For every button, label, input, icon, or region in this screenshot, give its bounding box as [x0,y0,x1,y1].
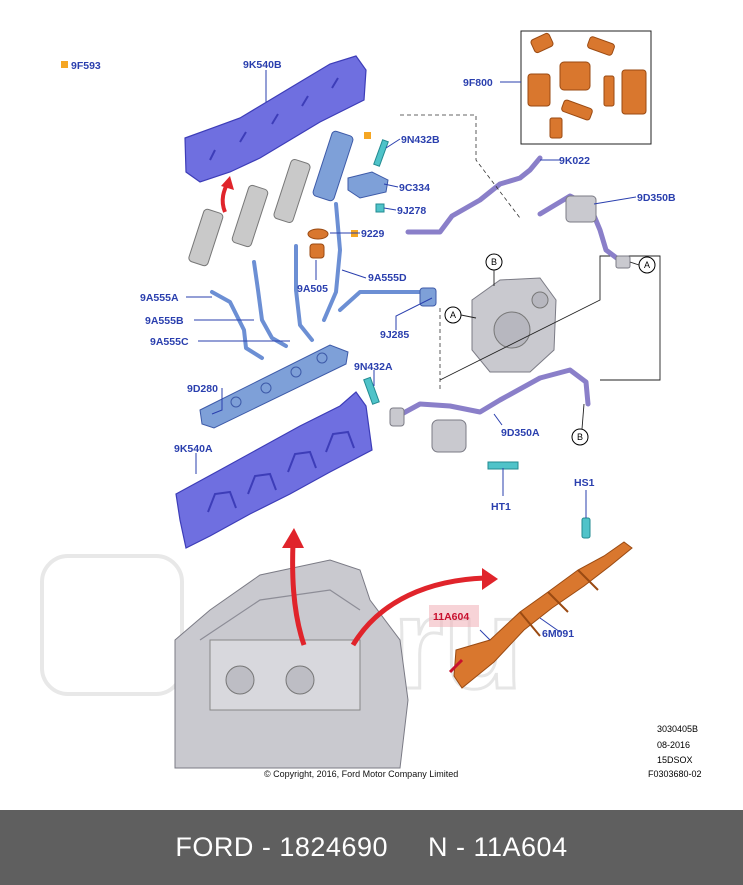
leader-lines [186,70,637,641]
dashed-lines [400,114,521,392]
footer-spacer [388,832,428,863]
label-ht1: HT1 [491,501,511,513]
fuel-pipes [210,202,432,360]
washer-9a505 [309,243,325,259]
callout-b-1: B [485,253,503,286]
label-9n432a: 9N432A [354,361,393,373]
callout-a-1: A [629,256,656,274]
svg-text:A: A [644,260,650,270]
caps-box-9f800 [520,30,652,145]
bolt-9j278 [375,203,385,213]
svg-text:B: B [577,432,583,442]
part-11a604 [429,605,479,674]
cover-9k540a [175,391,373,549]
label-9f800: 9F800 [463,77,493,89]
label-9a555d: 9A555D [368,272,407,284]
callout-b-2: B [571,403,589,446]
label-9d280: 9D280 [187,383,218,395]
label-9c334: 9C334 [399,182,430,194]
clamp-9c334 [347,171,389,199]
label-9d350a: 9D350A [501,427,540,439]
footer-n-part: N - 11A604 [428,832,568,862]
label-9a555a: 9A555A [140,292,179,304]
label-9229: 9229 [361,228,385,240]
label-9a555c: 9A555C [150,336,189,348]
harness-6m091 [453,517,633,689]
label-6m091: 6M091 [542,628,574,640]
meta-code: 3030405B [657,724,698,734]
label-9a555b: 9A555B [145,315,184,327]
part-labels: 9F593 9K540B 9F800 9N432B 9K022 9C334 9D… [71,59,676,640]
meta-date: 08-2016 [657,740,690,750]
svg-text:B: B [491,257,497,267]
label-9n432b: 9N432B [401,134,440,146]
label-9f593: 9F593 [71,60,101,72]
sensor-ht1 [487,461,519,470]
drawing-meta: 3030405B 08-2016 15DSOX F0303680-02 © Co… [264,724,702,779]
return-pipe-9d350b [405,155,631,269]
label-11a604: 11A604 [433,611,469,623]
bolt-9n432b [373,139,389,167]
seal-9229 [307,228,329,240]
label-hs1: HS1 [574,477,595,489]
svg-text:A: A [450,310,456,320]
arrow-red-icon [220,176,498,647]
part-number-banner: FORD - 1824690 N - 11A604 [0,810,743,885]
footer-brand-part: FORD - 1824690 [175,832,388,862]
label-9k540a: 9K540A [174,443,213,455]
bolt-9n432a [363,376,380,405]
label-9d350b: 9D350B [637,192,676,204]
parts-diagram: oil.ru [40,30,702,779]
label-9a505: 9A505 [297,283,328,295]
cover-9k540b [184,55,367,183]
fuel-rail-9d280 [199,344,349,429]
engine-block [174,559,409,769]
label-9j278: 9J278 [397,205,426,217]
meta-ref: F0303680-02 [648,769,702,779]
meta-model: 15DSOX [657,755,693,765]
label-9j285: 9J285 [380,329,409,341]
copyright-text: © Copyright, 2016, Ford Motor Company Li… [264,769,458,779]
return-pipe-9d350a [389,367,591,453]
label-9k022: 9K022 [559,155,590,167]
injectors [188,130,354,267]
callout-a-2: A [444,306,477,324]
label-9k540b: 9K540B [243,59,282,71]
